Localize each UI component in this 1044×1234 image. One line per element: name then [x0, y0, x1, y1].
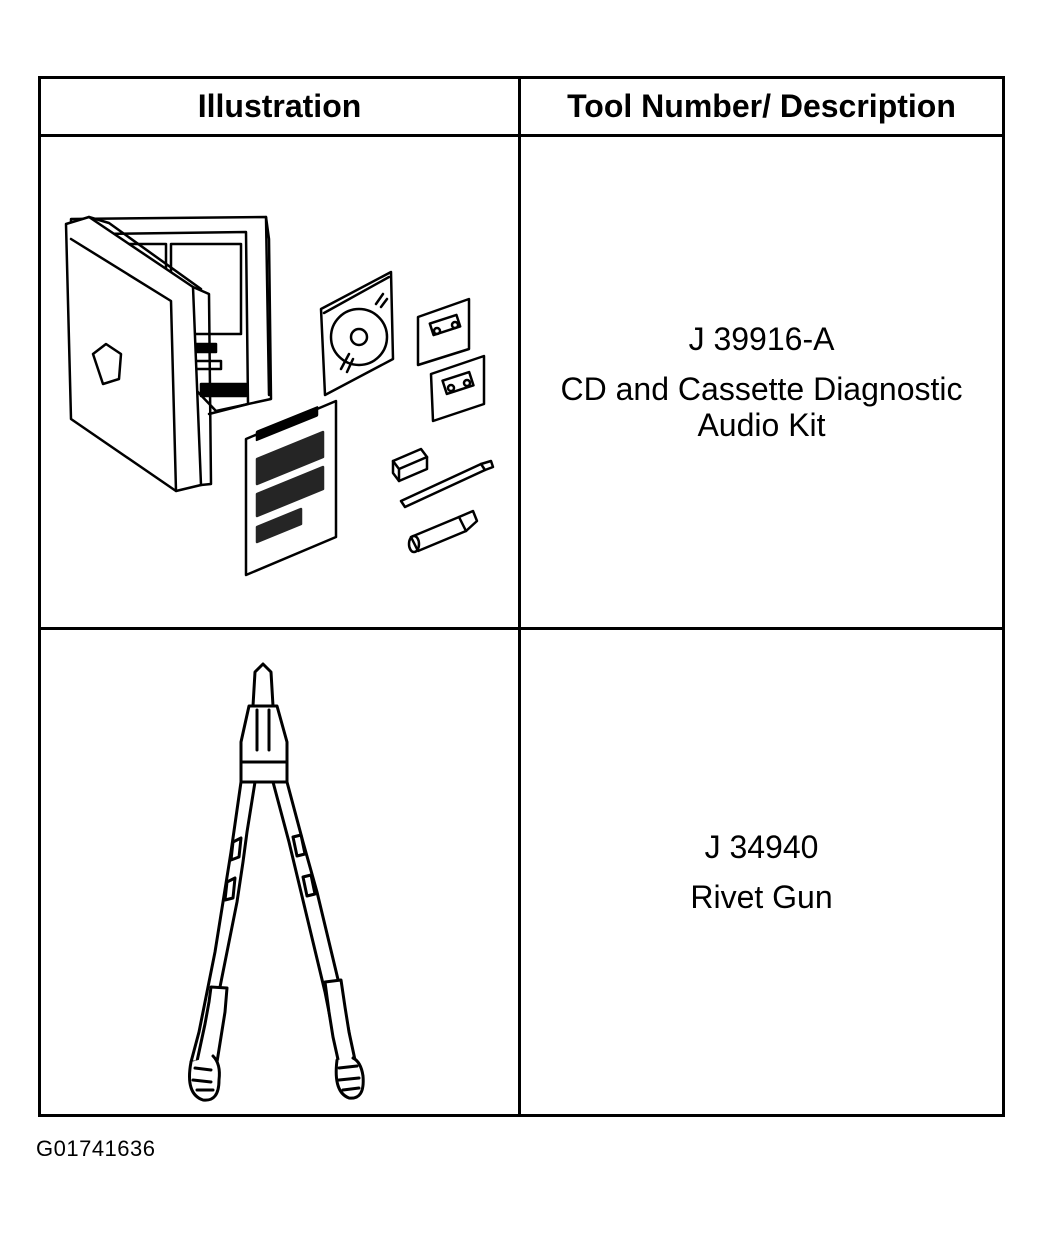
tool-description: Rivet Gun — [690, 879, 833, 915]
table-header-row: Illustration Tool Number/ Description — [38, 76, 1005, 137]
figure-id: G01741636 — [36, 1136, 156, 1161]
tool-number: J 34940 — [704, 829, 819, 865]
header-illustration: Illustration — [38, 76, 521, 137]
header-tool-description: Tool Number/ Description — [518, 76, 1005, 137]
cd-cassette-audio-kit-icon — [64, 215, 495, 577]
special-tools-table: Illustration Tool Number/ Description — [38, 76, 1005, 1117]
illustration-cell — [38, 627, 521, 1117]
rivet-gun-icon — [188, 662, 365, 1102]
tool-number: J 39916-A — [688, 321, 835, 357]
tool-description: CD and Cassette Diagnostic Audio Kit — [560, 371, 963, 443]
tool-description-cell: J 39916-A CD and Cassette Diagnostic Aud… — [518, 134, 1005, 630]
table-row: J 34940 Rivet Gun — [38, 627, 1005, 1117]
table-row: J 39916-A CD and Cassette Diagnostic Aud… — [38, 134, 1005, 630]
tool-description-cell: J 34940 Rivet Gun — [518, 627, 1005, 1117]
illustration-cell — [38, 134, 521, 630]
